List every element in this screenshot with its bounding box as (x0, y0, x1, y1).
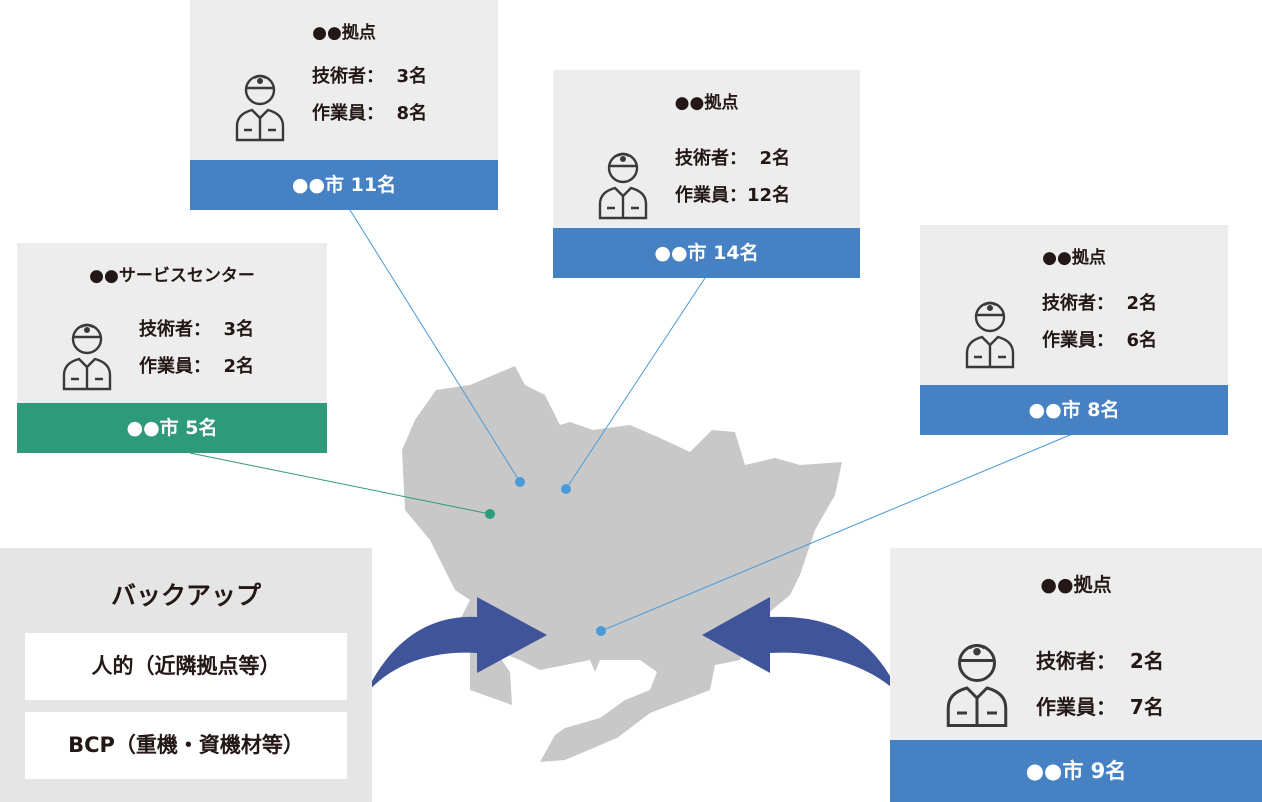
city-total-band: ●●市 14名 (553, 228, 860, 278)
worker-icon (59, 319, 115, 395)
city-total-band: ●●市 8名 (920, 385, 1228, 435)
worker-count: 作業員： 8名 (312, 103, 428, 124)
connector-line (600, 434, 1071, 632)
connector-line (189, 452, 491, 515)
city-total-band: ●●市 11名 (190, 160, 498, 210)
region-map (402, 366, 842, 762)
site-title: ●●拠点 (674, 93, 739, 113)
site-title: ●●サービスセンター (89, 266, 255, 286)
site-marker (515, 477, 525, 487)
worker-icon (595, 148, 651, 224)
backup-arrow-left (365, 597, 547, 695)
site-card: ●●拠点 技術者： 2名 作業員： 6名 ●●市 8名 (920, 225, 1228, 435)
engineer-count: 技術者： 3名 (139, 319, 255, 340)
site-title: ●●拠点 (312, 23, 376, 43)
city-total-band: ●●市 9名 (890, 740, 1262, 802)
site-card: ●●拠点 技術者： 3名 作業員： 8名 ●●市 11名 (190, 0, 498, 210)
site-card: ●●拠点 技術者： 2名 作業員： 7名 ●●市 9名 (890, 548, 1262, 802)
worker-count: 作業員： 7名 (1036, 695, 1164, 720)
site-card: ●●サービスセンター 技術者： 3名 作業員： 2名 ●●市 5名 (17, 243, 327, 453)
engineer-count: 技術者： 2名 (1042, 293, 1158, 314)
backup-item-personnel: 人的（近隣拠点等） (25, 633, 347, 700)
site-title: ●●拠点 (1040, 574, 1112, 596)
site-title: ●●拠点 (1042, 248, 1106, 268)
connector-line (349, 209, 521, 483)
backup-arrow-right (702, 597, 900, 695)
site-card: ●●拠点 技術者： 2名 作業員：12名 ●●市 14名 (553, 70, 860, 278)
site-marker (561, 484, 571, 494)
worker-count: 作業員： 6名 (1042, 330, 1158, 351)
worker-count: 作業員： 2名 (139, 356, 255, 377)
worker-icon (962, 297, 1018, 373)
engineer-count: 技術者： 2名 (675, 148, 791, 169)
backup-panel: バックアップ 人的（近隣拠点等） BCP（重機・資機材等） (0, 548, 372, 802)
city-total-band: ●●市 5名 (17, 403, 327, 453)
site-marker (596, 626, 606, 636)
worker-count: 作業員：12名 (675, 185, 791, 206)
engineer-count: 技術者： 3名 (312, 66, 428, 87)
backup-item-bcp: BCP（重機・資機材等） (25, 712, 347, 779)
site-marker (485, 509, 495, 519)
connector-line (565, 277, 706, 490)
backup-title: バックアップ (110, 581, 261, 610)
worker-icon (942, 638, 1012, 732)
worker-icon (232, 70, 288, 146)
engineer-count: 技術者： 2名 (1036, 649, 1164, 673)
